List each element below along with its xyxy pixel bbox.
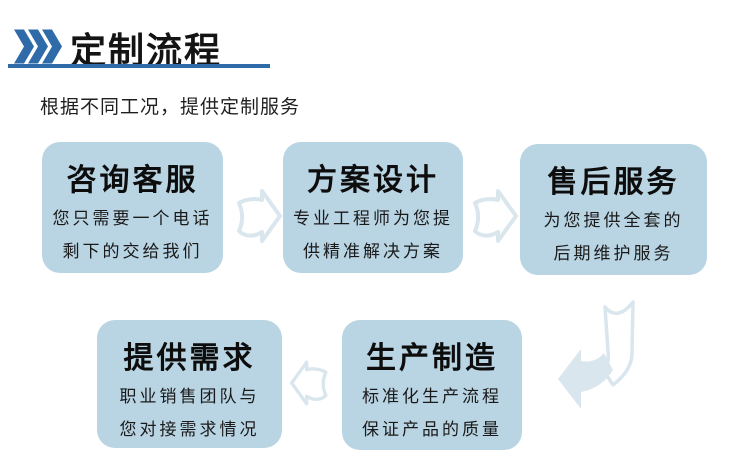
title-underline <box>8 64 270 68</box>
arrow-left-icon <box>289 360 328 406</box>
step-box-design: 方案设计 专业工程师为您提 供精准解决方案 <box>283 142 463 273</box>
triple-chevron-icon <box>14 29 62 64</box>
step-description: 标准化生产流程 保证产品的质量 <box>362 387 502 440</box>
subtitle: 根据不同工况，提供定制服务 <box>40 97 301 118</box>
arrow-right-icon <box>473 189 518 243</box>
step-title: 咨询客服 <box>66 164 199 197</box>
step-title: 方案设计 <box>307 164 439 197</box>
step-description: 职业销售团队与 您对接需求情况 <box>119 387 260 440</box>
step-description: 您只需要一个电话 剩下的交给我们 <box>52 209 213 262</box>
step-title: 生产制造 <box>366 342 498 375</box>
step-box-aftersales: 售后服务 为您提供全套的 后期维护服务 <box>520 144 707 275</box>
step-box-manufacturing: 生产制造 标准化生产流程 保证产品的质量 <box>342 320 522 450</box>
step-title: 提供需求 <box>123 342 256 375</box>
step-title: 售后服务 <box>547 166 680 199</box>
step-description: 专业工程师为您提 供精准解决方案 <box>293 209 453 262</box>
step-description: 为您提供全套的 后期维护服务 <box>543 211 684 264</box>
bent-arrow-down-left-icon <box>558 300 635 409</box>
step-box-requirements: 提供需求 职业销售团队与 您对接需求情况 <box>97 320 282 448</box>
arrow-right-icon <box>237 189 282 243</box>
step-box-consult: 咨询客服 您只需要一个电话 剩下的交给我们 <box>42 142 223 273</box>
